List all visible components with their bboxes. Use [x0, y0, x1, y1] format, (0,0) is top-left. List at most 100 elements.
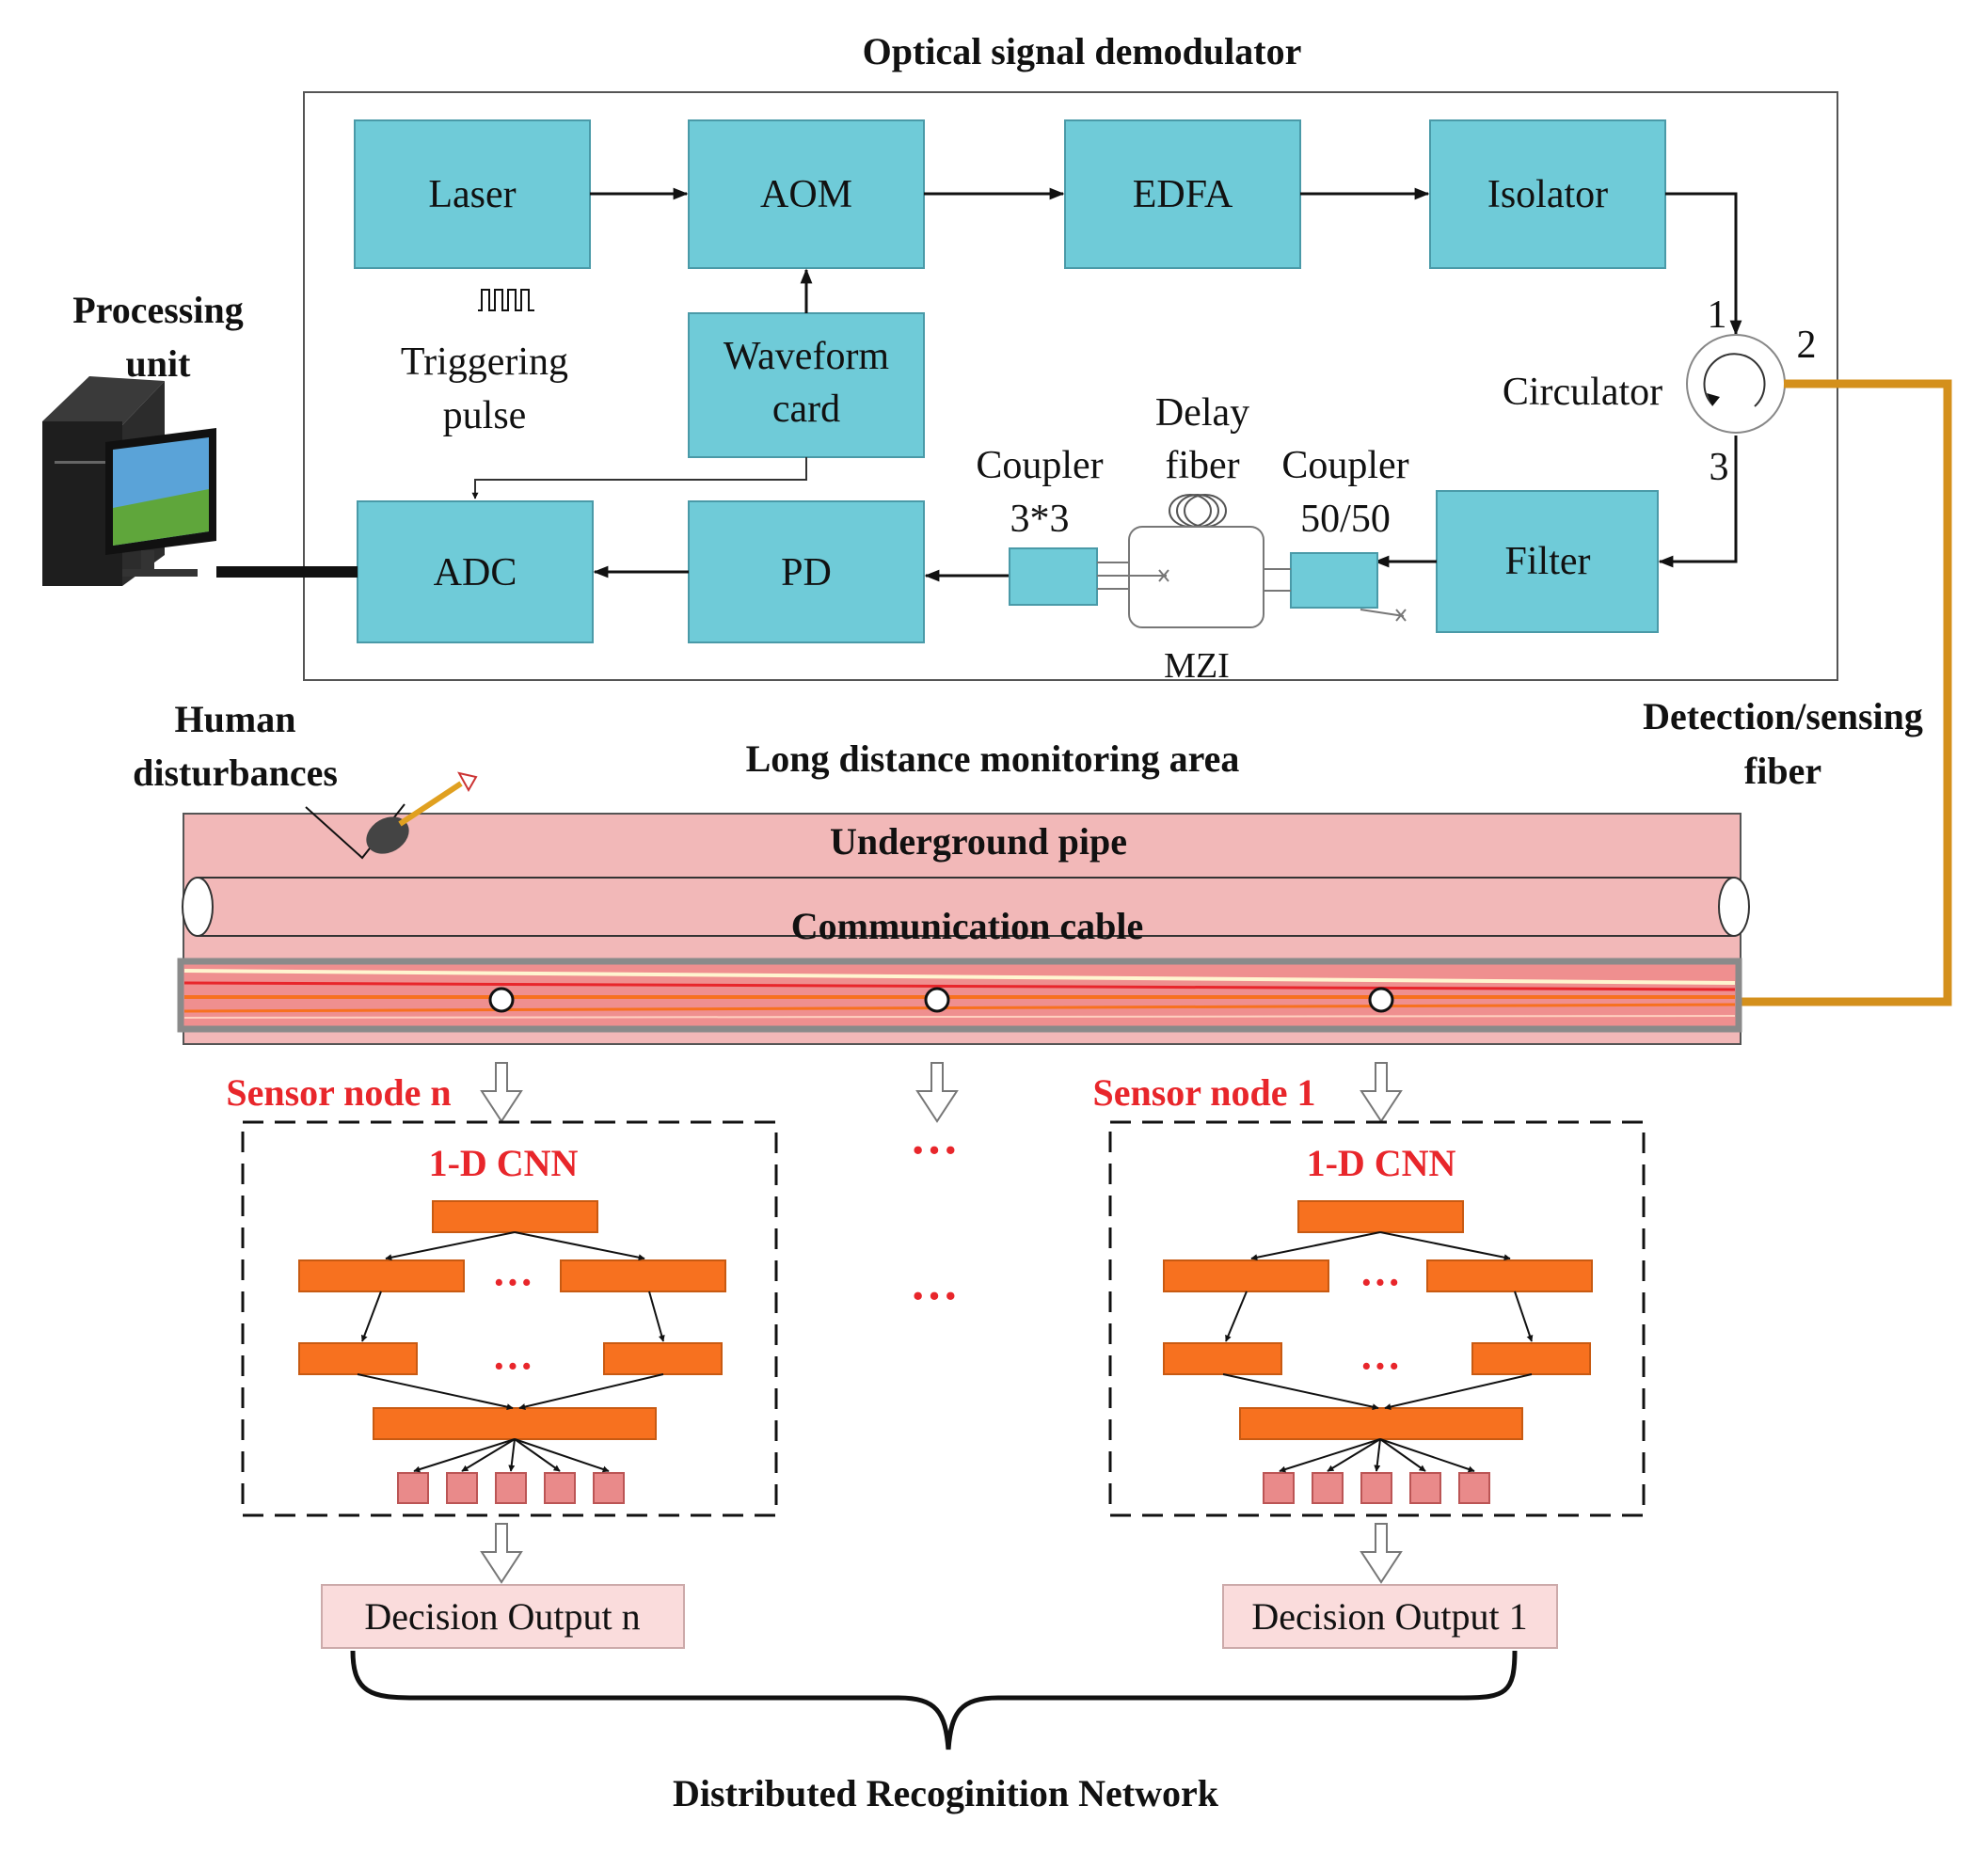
circulator-label: Circulator — [1503, 371, 1662, 414]
cnn-n-ellipsis-1: ··· — [492, 1259, 533, 1306]
aom-label: AOM — [760, 173, 852, 216]
communication-cable — [177, 958, 1742, 1033]
cnn-n-title: 1-D CNN — [429, 1142, 579, 1184]
sensor-node-mid-marker — [924, 987, 950, 1013]
cnn-n-output-5 — [593, 1472, 625, 1504]
delay-label-1: Delay — [1155, 391, 1249, 435]
ellipsis-upper: ··· — [910, 1124, 959, 1178]
cnn-1-to-decision-arrow — [1360, 1523, 1403, 1584]
cnn-n-conv-right — [560, 1259, 726, 1292]
pd-block: PD — [688, 500, 925, 643]
delay-fiber-coil-icon — [1169, 494, 1227, 528]
edfa-block: EDFA — [1064, 119, 1301, 269]
coupler5050-label-2: 50/50 — [1300, 498, 1391, 541]
decision-output-n-box: Decision Output n — [321, 1584, 685, 1649]
port-3-label: 3 — [1710, 446, 1729, 489]
isolator-block: Isolator — [1429, 119, 1666, 269]
node-1-down-arrow — [1360, 1062, 1403, 1123]
coupler-5050-block — [1290, 552, 1378, 609]
mzi-fibers — [1097, 562, 1407, 622]
shovel-icon — [305, 771, 478, 860]
node-mid-down-arrow — [915, 1062, 959, 1123]
cnn-1-conv-right — [1426, 1259, 1593, 1292]
coupler33-label-1: Coupler — [976, 444, 1103, 487]
cnn-n-output-1 — [397, 1472, 429, 1504]
arrow-circulator-filter — [1658, 436, 1738, 568]
cnn-1-output-4 — [1409, 1472, 1441, 1504]
cnn-n-conv-left — [298, 1259, 465, 1292]
cnn-1-panel: 1-D CNN ··· ··· — [1108, 1120, 1646, 1517]
cnn-1-ellipsis-2: ··· — [1360, 1343, 1401, 1389]
cnn-1-pool-right — [1471, 1342, 1591, 1375]
cnn-1-output-1 — [1263, 1472, 1295, 1504]
cnn-n-ellipsis-2: ··· — [492, 1343, 533, 1389]
cnn-n-pool-left — [298, 1342, 418, 1375]
triggering-label-2: pulse — [443, 394, 527, 437]
isolator-label: Isolator — [1487, 173, 1608, 216]
pd-label: PD — [781, 551, 832, 594]
cnn-1-output-3 — [1360, 1472, 1392, 1504]
cnn-1-pool-left — [1163, 1342, 1282, 1375]
adc-block: ADC — [357, 500, 594, 643]
circulator — [1686, 334, 1786, 434]
cnn-n-pool-right — [603, 1342, 723, 1375]
sensor-node-1-label: Sensor node 1 — [1092, 1071, 1315, 1114]
cnn-1-conv-left — [1163, 1259, 1329, 1292]
processing-label-1: Processing — [72, 289, 243, 331]
cnn-n-input-layer — [432, 1200, 598, 1233]
sensor-node-n-marker — [488, 987, 515, 1013]
adc-label: ADC — [434, 551, 517, 594]
arrow-isolator-circulator — [1665, 192, 1742, 336]
processing-label-2: unit — [126, 342, 192, 385]
pulse-icon — [478, 289, 534, 311]
sensor-node-n-label: Sensor node n — [226, 1071, 451, 1114]
communication-cable-label: Communication cable — [791, 905, 1143, 947]
cnn-n-output-4 — [544, 1472, 576, 1504]
sensor-node-1-marker — [1368, 987, 1394, 1013]
triggering-label-1: Triggering — [401, 341, 568, 384]
human-label-1: Human — [175, 698, 296, 740]
human-label-2: disturbances — [133, 752, 338, 794]
decision-output-1-label: Decision Output 1 — [1251, 1595, 1527, 1638]
delay-label-2: fiber — [1165, 444, 1239, 487]
cnn-n-dense-layer — [373, 1407, 657, 1440]
port-1-label: 1 — [1708, 293, 1727, 337]
cnn-n-to-decision-arrow — [480, 1523, 523, 1584]
underground-pipe-label: Underground pipe — [830, 820, 1127, 863]
network-label: Distributed Recoginition Network — [673, 1772, 1219, 1814]
mzi-label: MZI — [1164, 646, 1230, 686]
filter-label: Filter — [1505, 540, 1591, 583]
network-brace — [350, 1650, 1518, 1750]
edfa-label: EDFA — [1133, 173, 1233, 216]
aom-block: AOM — [688, 119, 925, 269]
laser-label: Laser — [428, 173, 516, 216]
cnn-1-output-2 — [1312, 1472, 1344, 1504]
laser-block: Laser — [354, 119, 591, 269]
cnn-n-output-2 — [446, 1472, 478, 1504]
line-waveform-adc — [471, 457, 807, 499]
cnn-n-panel: 1-D CNN ··· ··· — [241, 1120, 778, 1517]
sensing-fiber — [1739, 379, 1952, 1006]
diagram-title: Optical signal demodulator — [863, 30, 1302, 72]
computer-icon — [42, 376, 216, 586]
detection-label-2: fiber — [1744, 750, 1821, 792]
decision-output-1-box: Decision Output 1 — [1222, 1584, 1558, 1649]
coupler33-label-2: 3*3 — [1010, 498, 1070, 541]
waveform-label-2: card — [772, 388, 840, 431]
decision-output-n-label: Decision Output n — [364, 1595, 640, 1638]
node-n-down-arrow — [480, 1062, 523, 1123]
waveform-label-1: Waveform — [724, 335, 890, 378]
cnn-1-ellipsis-1: ··· — [1360, 1259, 1401, 1306]
detection-label-1: Detection/sensing — [1643, 695, 1923, 737]
port-2-label: 2 — [1797, 324, 1817, 367]
mzi-box — [1128, 526, 1264, 628]
cnn-1-dense-layer — [1239, 1407, 1523, 1440]
underground-pipe — [182, 877, 1750, 937]
coupler-3x3-block — [1009, 547, 1098, 606]
filter-block: Filter — [1436, 490, 1659, 633]
cnn-1-input-layer — [1297, 1200, 1464, 1233]
coupler5050-label-1: Coupler — [1281, 444, 1408, 487]
cnn-1-output-5 — [1458, 1472, 1490, 1504]
monitoring-area-label: Long distance monitoring area — [746, 737, 1240, 780]
cnn-n-output-3 — [495, 1472, 527, 1504]
